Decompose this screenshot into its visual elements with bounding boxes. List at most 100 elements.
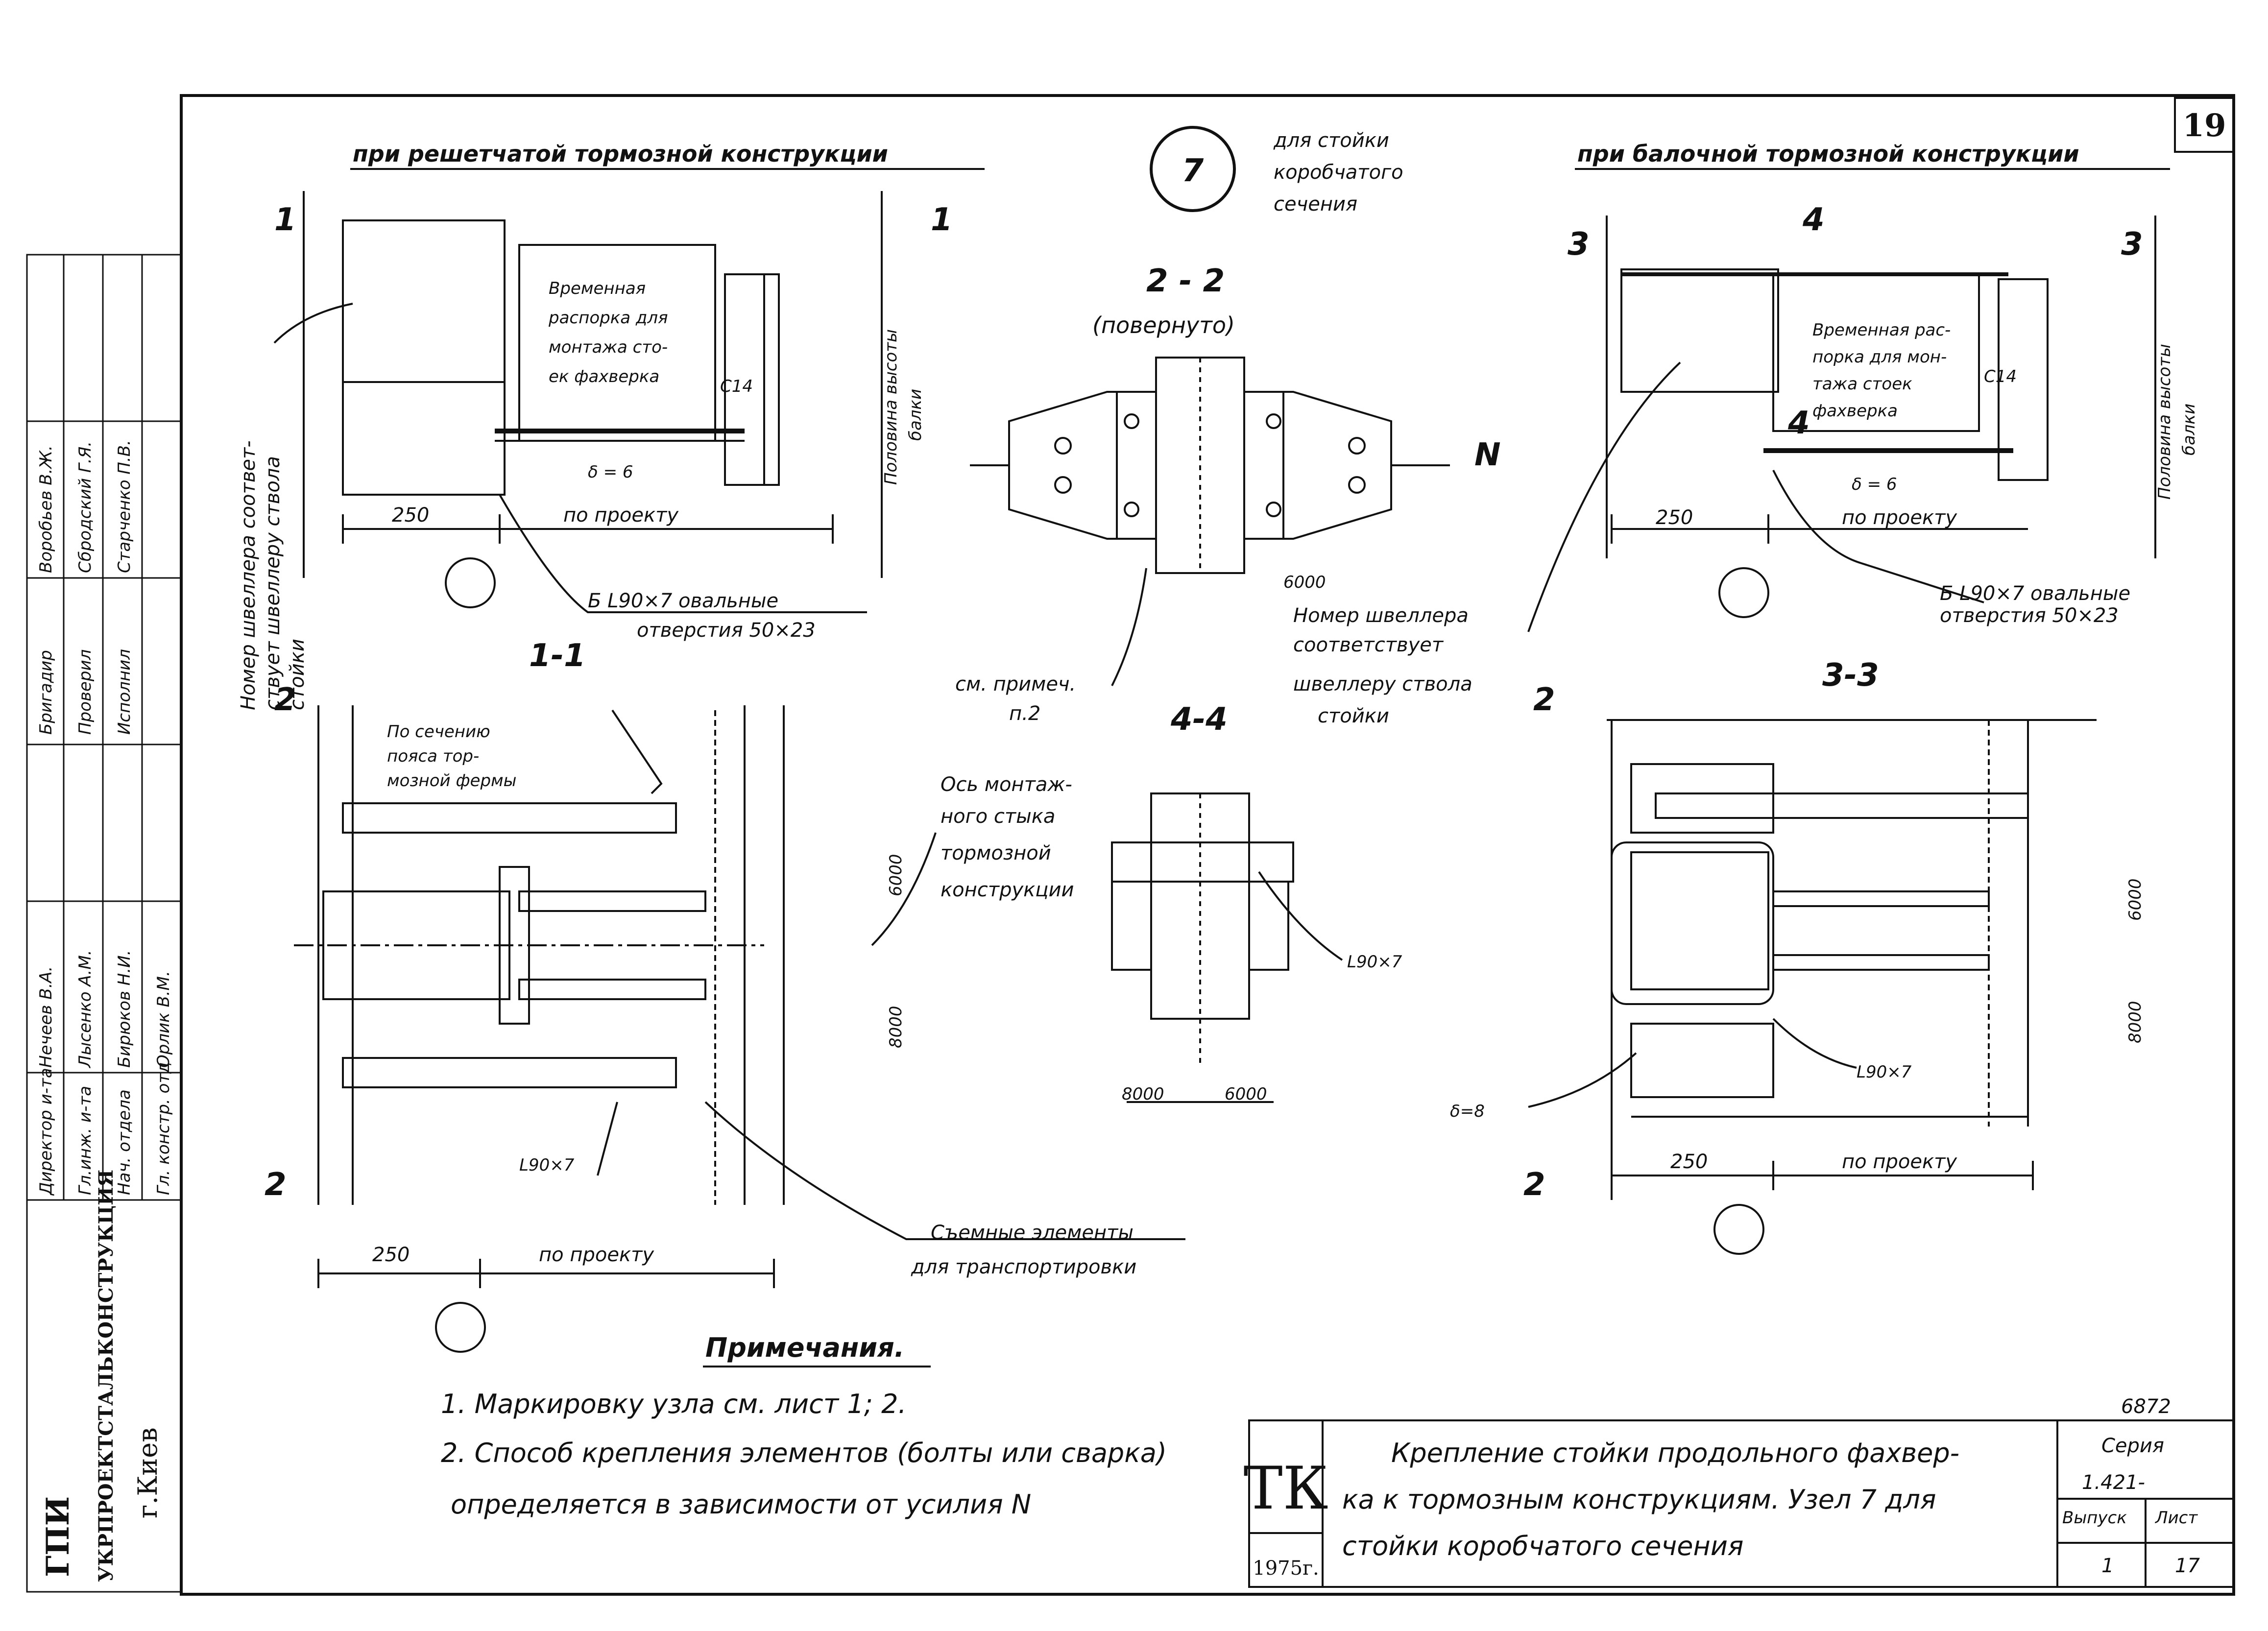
svg-text:Исполнил: Исполнил — [115, 649, 134, 735]
heading-right: при балочной тормозной конструкции — [1577, 141, 2079, 167]
note-3: определяется в зависимости от усилия N — [451, 1489, 1031, 1520]
dim-8000-bl: 8000 — [886, 1006, 906, 1048]
title-line-3: стойки коробчатого сечения — [1342, 1531, 1743, 1561]
removable-1: Съемные элементы — [931, 1222, 1134, 1244]
cut-2-left-top: 2 — [274, 682, 296, 718]
l90-bl: L90×7 — [519, 1155, 575, 1175]
dim-6000-br: 6000 — [2125, 878, 2145, 921]
dim-250-tr: 250 — [1656, 506, 1693, 529]
svg-text:Гл. констр. отд: Гл. констр. отд — [154, 1062, 173, 1195]
cut-3-right: 3 — [2121, 226, 2143, 263]
section-3-3: 3-3 — [1822, 657, 1879, 694]
po-proektu-tr: по проекту — [1842, 506, 1957, 529]
svg-text:Директор и-та: Директор и-та — [36, 1068, 56, 1196]
angle-left-2: отверстия 50×23 — [637, 619, 816, 642]
marker-circle-tl — [445, 557, 496, 608]
marker-circle-bl — [435, 1302, 486, 1353]
drawing-code: 6872 — [2121, 1395, 2171, 1418]
detail-top-right — [1527, 216, 2156, 632]
dim-6000-s22: 6000 — [1283, 573, 1326, 592]
half-beam-right-2: балки — [2179, 404, 2199, 456]
section-2-2-note: (повернуто) — [1092, 312, 1235, 338]
cut-2-left-bottom: 2 — [265, 1167, 287, 1203]
svg-text:Лысенко А.М.: Лысенко А.М. — [75, 950, 95, 1069]
temp-strut-l-2: распорка для — [548, 308, 668, 328]
angle-right-1: Б L90×7 овальные — [1940, 582, 2130, 605]
channel-mid-2: соответствует — [1293, 634, 1444, 656]
po-proektu-br: по проекту — [1842, 1151, 1957, 1173]
svg-text:Сбродский Г.Я.: Сбродский Г.Я. — [75, 441, 95, 573]
l90-s33: L90×7 — [1857, 1062, 1912, 1082]
tk-mark: ТК — [1244, 1455, 1328, 1523]
chord-2: пояса тор- — [387, 746, 479, 766]
dim-8000-s44: 8000 — [1122, 1084, 1164, 1104]
cut-4-top: 4 — [1802, 202, 1825, 238]
po-proektu-tl: по проекту — [563, 504, 679, 527]
sm-prim-1: см. примеч. — [955, 673, 1076, 696]
dim-250-tl: 250 — [392, 504, 429, 527]
title-block — [1248, 1419, 2235, 1588]
svg-text:Проверил: Проверил — [75, 649, 95, 735]
node-number: 7 — [1182, 153, 1204, 189]
section-4-4: 4-4 — [1170, 701, 1228, 738]
node-circle — [1150, 126, 1236, 212]
series-label: Серия — [2101, 1435, 2164, 1457]
dim-6000-s44: 6000 — [1225, 1084, 1267, 1104]
axis-joint-1: Ось монтаж- — [941, 773, 1072, 796]
cut-1-right: 1 — [931, 202, 953, 238]
channel-left-2: ствует швеллеру ствола — [262, 456, 284, 710]
sheet-value: 17 — [2175, 1555, 2200, 1577]
channel-mid-3: швеллеру ствола — [1293, 673, 1472, 696]
l90-s44: L90×7 — [1347, 952, 1402, 972]
temp-strut-r-2: порка для мон- — [1812, 347, 1947, 367]
stamp-city: г.Киев — [132, 1427, 163, 1518]
marker-circle-tr — [1718, 567, 1769, 618]
series-value: 1.421- — [2082, 1471, 2145, 1494]
channel-left-3: стойки — [286, 639, 309, 710]
axis-joint-4: конструкции — [941, 879, 1074, 901]
axis-joint-2: ного стыка — [941, 805, 1055, 828]
tk-year: 1975г. — [1253, 1557, 1319, 1580]
sheet-label: Лист — [2154, 1508, 2198, 1528]
cut-2-right-top: 2 — [1533, 682, 1555, 718]
channel-left-1: Номер швеллера соответ- — [237, 440, 260, 710]
node-caption-3: сечения — [1274, 193, 1357, 216]
delta8-s33: δ=8 — [1450, 1102, 1485, 1121]
note-2: 2. Способ крепления элементов (болты или… — [441, 1438, 1167, 1468]
node-caption-2: коробчатого — [1274, 161, 1403, 184]
section-2-2: 2 - 2 — [1146, 263, 1225, 299]
delta6-left: δ = 6 — [588, 462, 633, 482]
temp-strut-r-1: Временная рас- — [1812, 320, 1951, 340]
cut-3-left: 3 — [1568, 226, 1590, 263]
c14-right: С14 — [1984, 367, 2017, 386]
cut-4-bottom: 4 — [1787, 405, 1810, 441]
dim-250-br: 250 — [1670, 1151, 1708, 1173]
removable-2: для транспортировки — [911, 1256, 1136, 1278]
dim-8000-br: 8000 — [2125, 1001, 2145, 1043]
delta6-right: δ = 6 — [1852, 475, 1897, 494]
n-force-label: N — [1474, 437, 1501, 473]
half-beam-left-1: Половина высоты — [881, 329, 901, 485]
axis-joint-3: тормозной — [941, 842, 1051, 864]
half-beam-right-1: Половина высоты — [2155, 344, 2174, 500]
detail-2-2 — [970, 357, 1450, 686]
c14-left: С14 — [720, 377, 753, 396]
side-stamp — [26, 254, 182, 1593]
side-stamp-roles: Директор и-та Гл.инж. и-та Нач. отдела Г… — [36, 440, 173, 1196]
channel-mid-1: Номер швеллера — [1293, 604, 1469, 627]
section-1-1: 1-1 — [529, 638, 586, 674]
chord-1: По сечению — [387, 722, 490, 742]
stamp-org: ГПИ — [40, 1496, 76, 1577]
marker-circle-br — [1713, 1204, 1764, 1255]
detail-4-4 — [1111, 792, 1343, 1103]
sheet-number: 19 — [2182, 107, 2226, 144]
heading-left: при решетчатой тормозной конструкции — [353, 141, 888, 167]
svg-text:Бирюков Н.И.: Бирюков Н.И. — [115, 950, 134, 1068]
note-1: 1. Маркировку узла см. лист 1; 2. — [441, 1389, 907, 1419]
title-line-1: Крепление стойки продольного фахвер- — [1391, 1438, 1959, 1468]
half-beam-left-2: балки — [906, 389, 925, 441]
sm-prim-2: п.2 — [1009, 702, 1040, 725]
title-line-2: ка к тормозным конструкциям. Узел 7 для — [1342, 1484, 1936, 1515]
svg-text:Старченко П.В.: Старченко П.В. — [115, 440, 134, 573]
